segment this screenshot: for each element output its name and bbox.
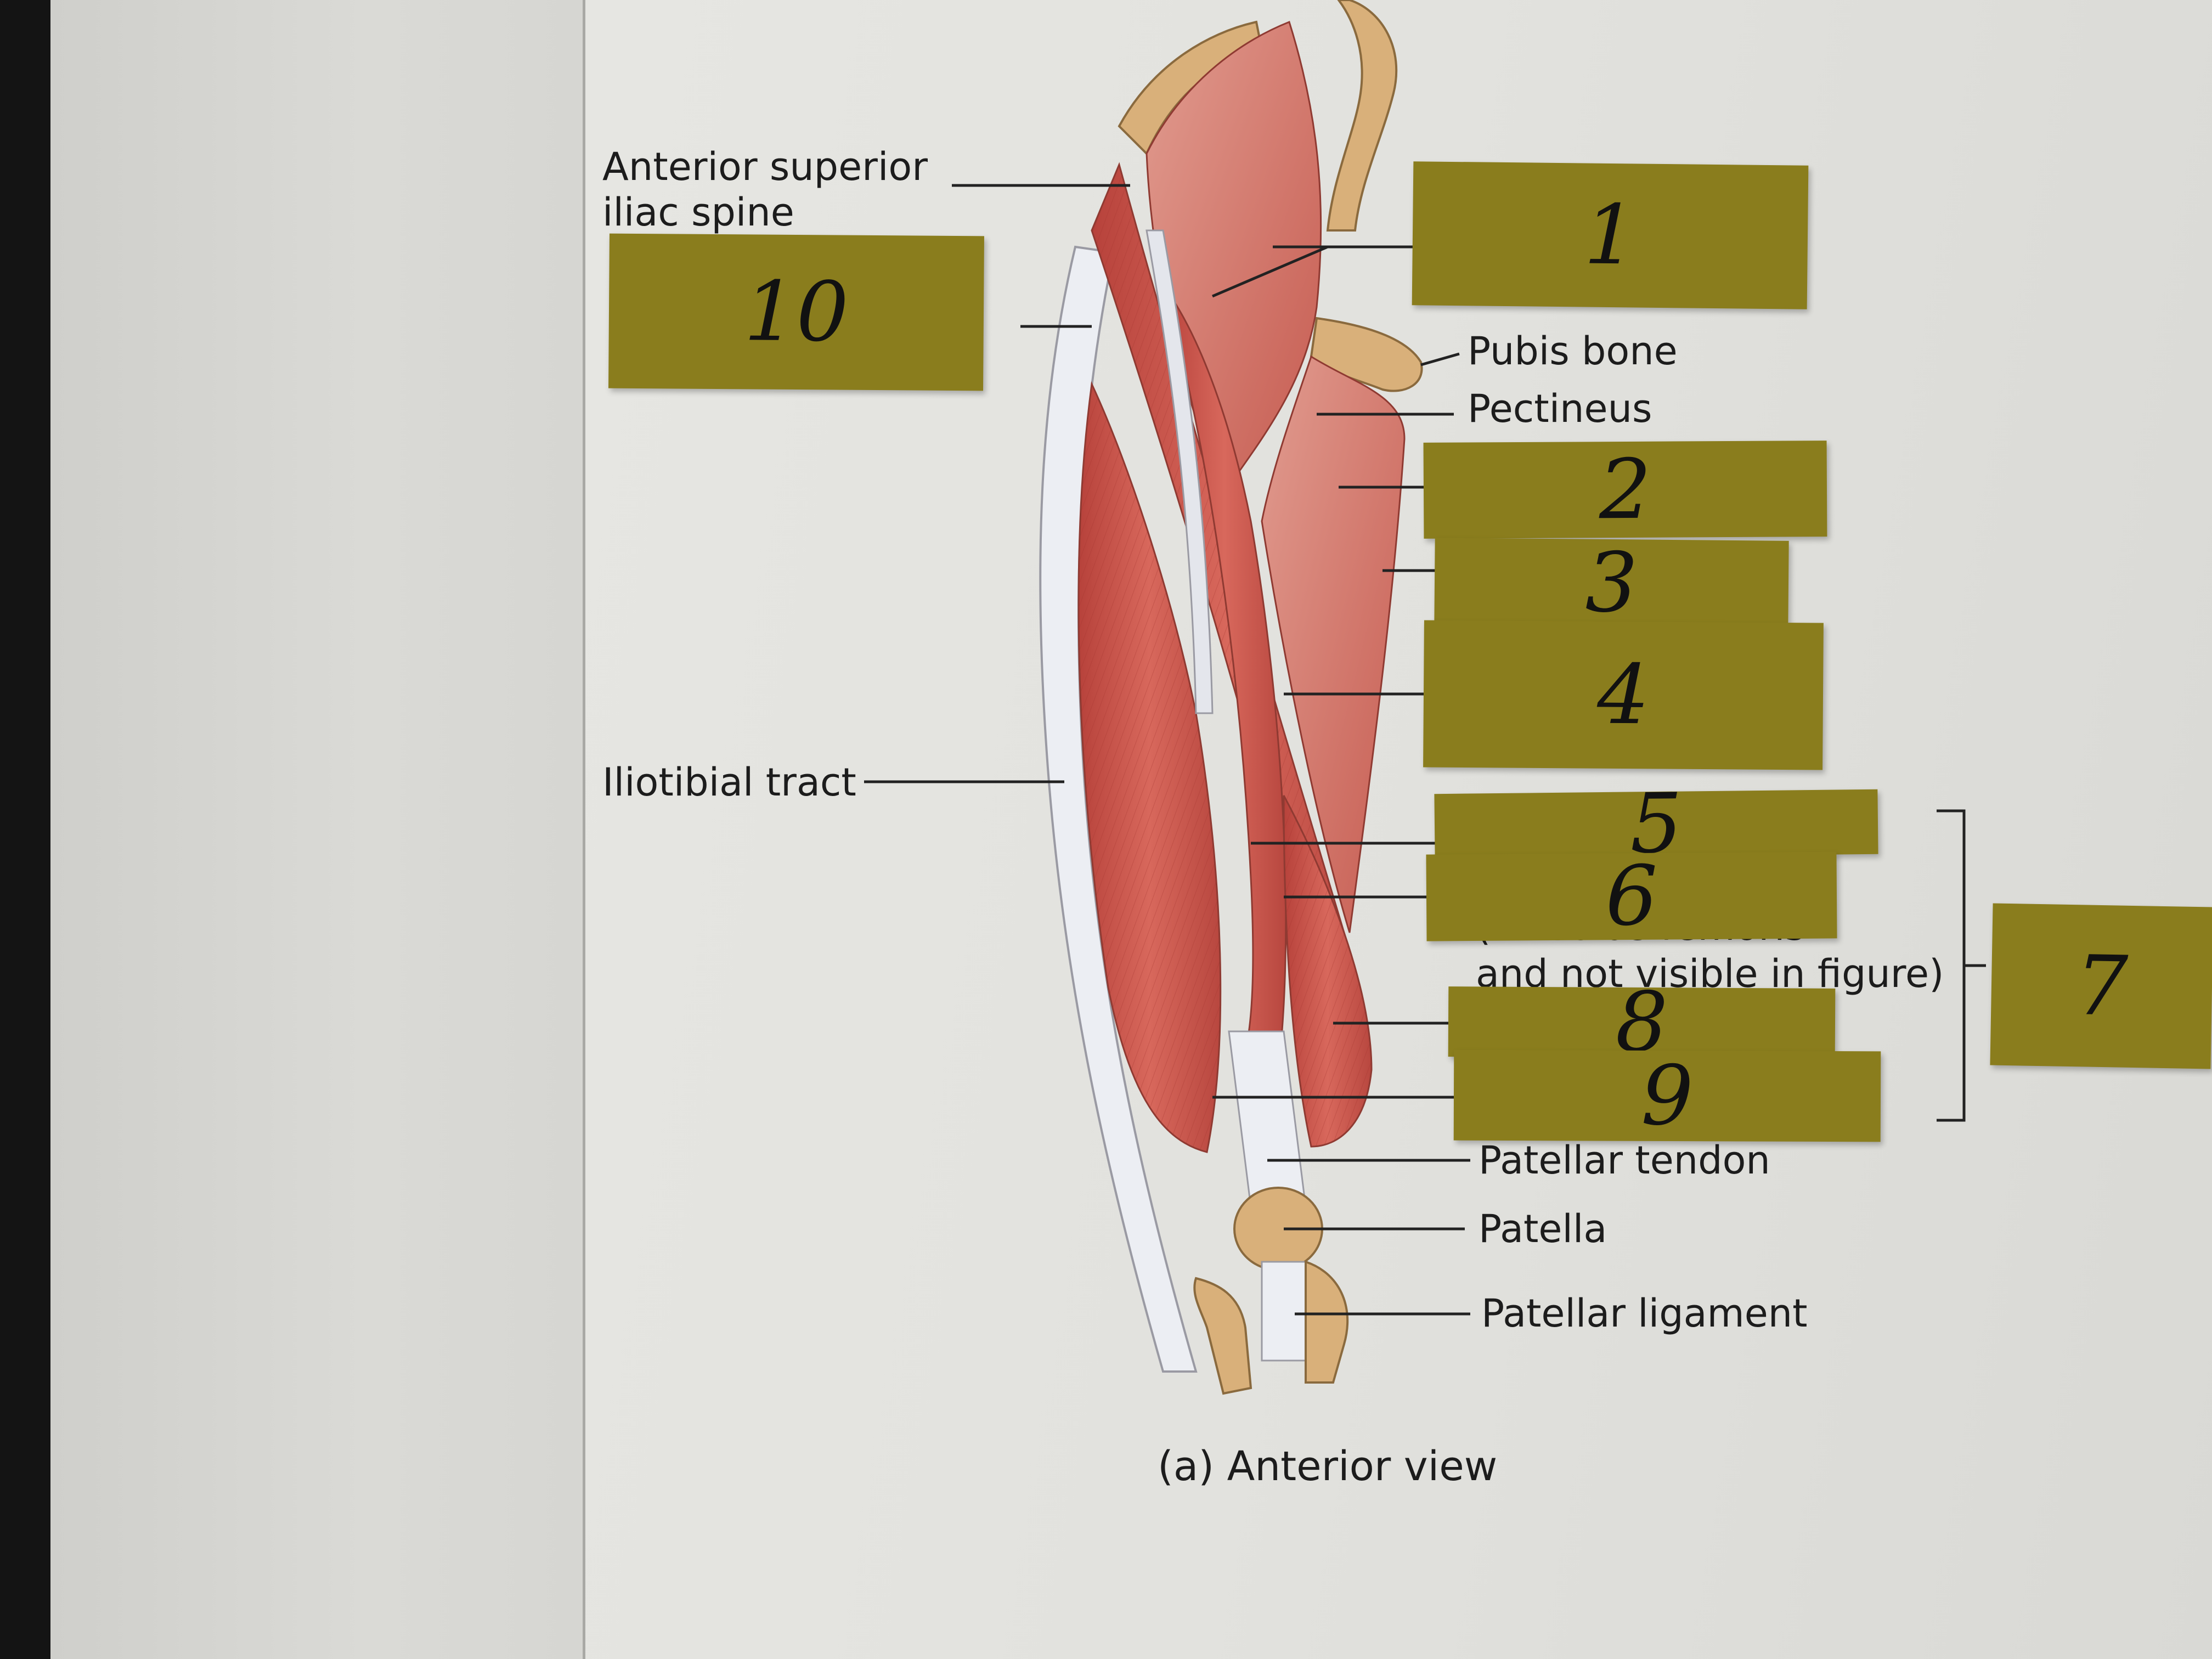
sticky-note-6[interactable]: 6 <box>1426 849 1837 944</box>
adductor-muscles <box>1261 355 1406 933</box>
label-pubis-bone: Pubis bone <box>1468 329 1678 374</box>
sticky-note-10[interactable]: 10 <box>608 233 984 391</box>
sticky-note-1[interactable]: 1 <box>1412 161 1809 309</box>
rectus-tendon-strip <box>1146 229 1214 714</box>
label-anterior-superior-iliac-spine-line2: iliac spine <box>602 190 794 235</box>
sticky-note-7-number: 7 <box>2074 938 2129 1035</box>
label-pectineus: Pectineus <box>1468 386 1652 431</box>
sticky-note-6-number: 6 <box>1605 848 1658 945</box>
sticky-note-2-number: 2 <box>1599 442 1652 538</box>
quadriceps-tendon <box>1228 1030 1307 1208</box>
sticky-note-1-number: 1 <box>1583 187 1637 284</box>
label-patella: Patella <box>1479 1206 1607 1251</box>
page-divider <box>583 0 585 1659</box>
quadriceps-bracket <box>1937 809 1986 1122</box>
sticky-note-7[interactable]: 7 <box>1990 903 2212 1069</box>
leader-lines <box>864 184 1470 1316</box>
label-iliotibial-tract: Iliotibial tract <box>602 760 856 805</box>
screen-bezel <box>0 0 50 1659</box>
figure-caption: (a) Anterior view <box>1158 1443 1498 1490</box>
sticky-note-9[interactable]: 9 <box>1453 1048 1881 1144</box>
sticky-note-3[interactable]: 3 <box>1434 535 1789 631</box>
fibula-bone <box>1193 1277 1252 1395</box>
tibia-bone <box>1305 1260 1349 1384</box>
label-patellar-ligament: Patellar ligament <box>1481 1291 1808 1336</box>
hip-bone-right <box>1326 0 1398 232</box>
left-margin-panel <box>50 0 584 1659</box>
label-anterior-superior-iliac-spine-line1: Anterior superior <box>602 144 928 189</box>
sticky-note-10-number: 10 <box>743 264 849 360</box>
sticky-note-4-number: 4 <box>1596 647 1650 743</box>
sticky-note-4[interactable]: 4 <box>1423 620 1824 770</box>
sticky-note-3-number: 3 <box>1585 535 1638 631</box>
label-patellar-tendon: Patellar tendon <box>1479 1138 1770 1183</box>
sticky-note-2[interactable]: 2 <box>1423 441 1827 539</box>
sticky-note-9-number: 9 <box>1640 1048 1694 1144</box>
